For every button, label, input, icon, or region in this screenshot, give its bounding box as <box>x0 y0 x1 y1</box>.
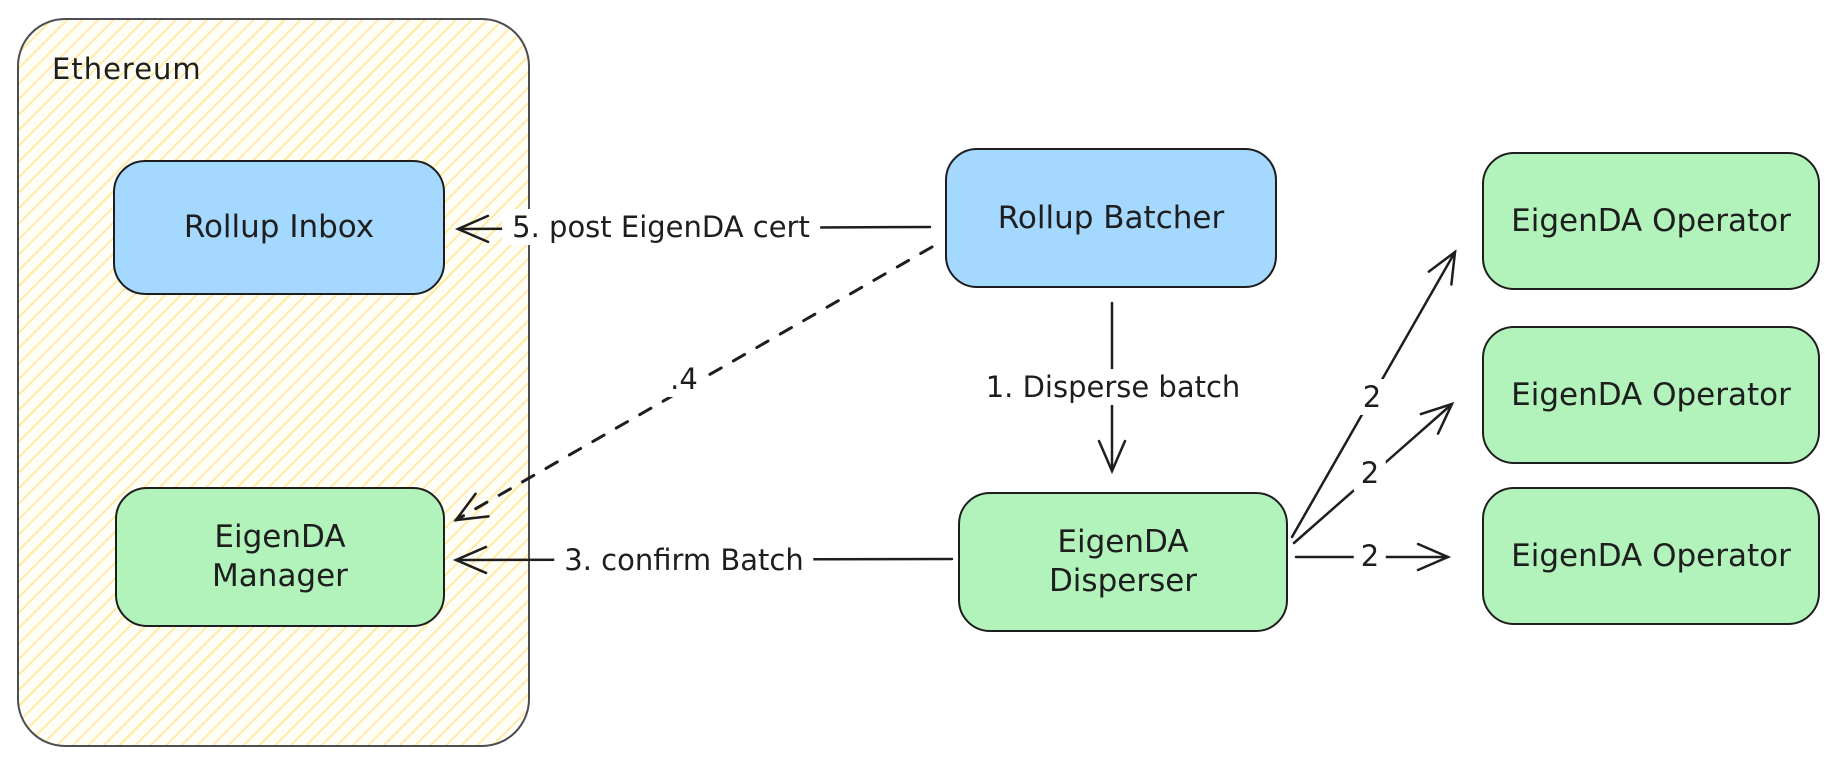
node-rollup-inbox-label: Rollup Inbox <box>183 209 375 246</box>
edge-label-post-cert: 5. post EigenDA cert <box>502 209 820 245</box>
node-rollup-batcher-label: Rollup Batcher <box>997 199 1225 236</box>
edge-label-chunks-to-operator-2: 2 <box>1353 455 1387 491</box>
node-eigenda-operator-3-label: EigenDA Operator <box>1511 537 1791 574</box>
node-rollup-batcher: Rollup Batcher <box>945 148 1277 288</box>
edge-label-disperse-batch: 1. Disperse batch <box>975 369 1251 405</box>
node-eigenda-operator-2-label: EigenDA Operator <box>1511 376 1791 413</box>
node-eigenda-operator-1: EigenDA Operator <box>1482 152 1820 290</box>
edge-label-chunks-to-operator-3: 2 <box>1353 538 1387 574</box>
node-eigenda-operator-1-label: EigenDA Operator <box>1511 202 1791 239</box>
edge-label-confirm-batch: 3. confirm Batch <box>554 542 814 578</box>
node-eigenda-manager: EigenDA Manager <box>115 487 445 627</box>
node-eigenda-disperser-label: EigenDA Disperser <box>1048 524 1198 599</box>
ethereum-group-label: Ethereum <box>52 52 202 86</box>
edge-label-cert-to-manager: .4 <box>662 361 706 397</box>
node-rollup-inbox: Rollup Inbox <box>113 160 445 295</box>
node-eigenda-operator-2: EigenDA Operator <box>1482 326 1820 464</box>
node-eigenda-disperser: EigenDA Disperser <box>958 492 1288 632</box>
node-eigenda-operator-3: EigenDA Operator <box>1482 487 1820 625</box>
ethereum-group-box <box>17 18 530 747</box>
edge-label-chunks-to-operator-1: 2 <box>1355 379 1389 415</box>
node-eigenda-manager-label: EigenDA Manager <box>212 519 348 594</box>
